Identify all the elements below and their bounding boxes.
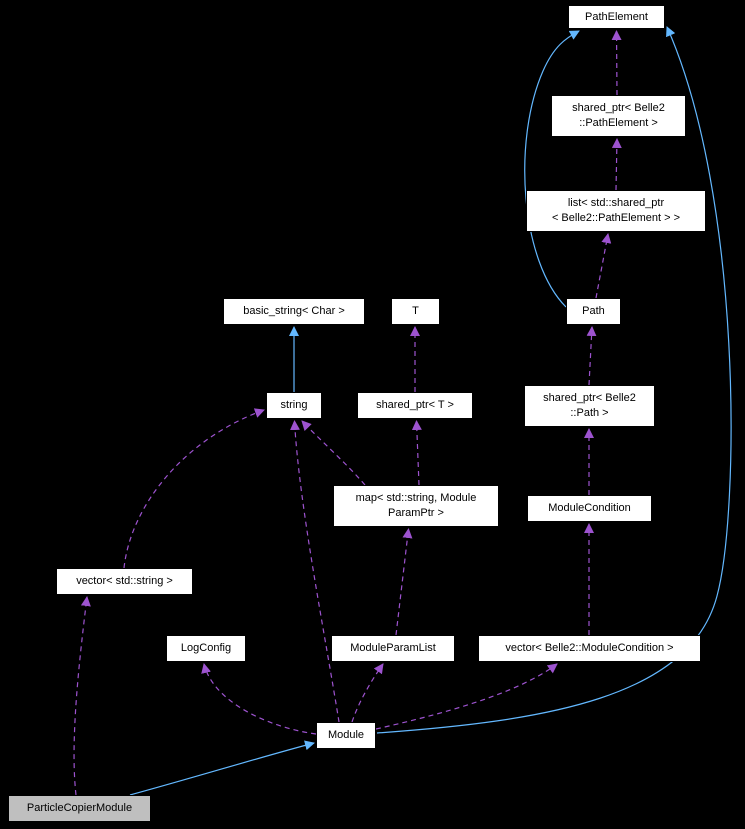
edge-shared-ptr-path-to-path xyxy=(586,326,597,386)
node-label: shared_ptr< Belle2 ::Path > xyxy=(543,392,636,419)
node-vector-string[interactable]: vector< std::string > xyxy=(56,568,193,595)
node-particle-copier-module: ParticleCopierModule xyxy=(8,795,151,822)
node-label: ParticleCopierModule xyxy=(26,802,133,815)
node-list-shared-ptr-path-element[interactable]: list< std::shared_ptr < Belle2::PathElem… xyxy=(526,190,706,232)
node-log-config[interactable]: LogConfig xyxy=(166,635,246,662)
node-label: map< std::string, Module ParamPtr > xyxy=(355,492,477,519)
node-label: ModuleParamList xyxy=(350,642,436,655)
node-label: LogConfig xyxy=(180,642,232,655)
node-t[interactable]: T xyxy=(391,298,440,325)
edge-shared-ptr-path-element-to-path-element xyxy=(611,30,622,96)
edge-vector-string-to-string xyxy=(123,408,265,569)
node-label: Path xyxy=(582,305,605,318)
node-string[interactable]: string xyxy=(266,392,322,419)
node-shared-ptr-t[interactable]: shared_ptr< T > xyxy=(357,392,473,419)
node-label: shared_ptr< T > xyxy=(376,399,454,412)
edge-module-to-module-param-list xyxy=(351,663,384,723)
node-label: shared_ptr< Belle2 ::PathElement > xyxy=(572,102,665,129)
node-label: Module xyxy=(327,729,365,742)
node-path-element[interactable]: PathElement xyxy=(568,5,665,29)
node-module-param-list[interactable]: ModuleParamList xyxy=(331,635,455,662)
node-label: string xyxy=(280,399,308,412)
node-shared-ptr-path-element[interactable]: shared_ptr< Belle2 ::PathElement > xyxy=(551,95,686,137)
node-label: vector< Belle2::ModuleCondition > xyxy=(505,642,674,655)
node-module[interactable]: Module xyxy=(316,722,376,749)
node-vector-module-condition[interactable]: vector< Belle2::ModuleCondition > xyxy=(478,635,701,662)
node-label: list< std::shared_ptr < Belle2::PathElem… xyxy=(551,197,681,224)
node-label: T xyxy=(412,305,419,318)
edge-map-to-string xyxy=(301,420,366,486)
node-path[interactable]: Path xyxy=(566,298,621,325)
edge-module-to-vector-module-condition xyxy=(375,663,558,730)
edge-path-to-path-element xyxy=(524,30,580,308)
edge-particle-copier-module-to-module xyxy=(129,740,315,796)
node-basic-string[interactable]: basic_string< Char > xyxy=(223,298,365,325)
node-label: basic_string< Char > xyxy=(243,305,345,318)
node-module-condition[interactable]: ModuleCondition xyxy=(527,495,652,522)
node-label: ModuleCondition xyxy=(548,502,631,515)
node-label: vector< std::string > xyxy=(76,575,173,588)
edge-map-to-shared-ptr-t xyxy=(411,420,422,486)
node-shared-ptr-path[interactable]: shared_ptr< Belle2 ::Path > xyxy=(524,385,655,427)
edge-path-to-list xyxy=(595,233,612,299)
edge-particle-copier-module-to-vector-string xyxy=(73,596,91,796)
edge-list-to-shared-ptr-path-element xyxy=(611,138,622,191)
node-label: PathElement xyxy=(585,10,648,23)
node-map-module-param-ptr[interactable]: map< std::string, Module ParamPtr > xyxy=(333,485,499,527)
edge-module-param-list-to-map xyxy=(395,528,413,636)
edge-module-to-path-element xyxy=(376,26,732,734)
edge-module-to-string xyxy=(289,420,340,723)
edge-module-to-log-config xyxy=(201,663,317,735)
